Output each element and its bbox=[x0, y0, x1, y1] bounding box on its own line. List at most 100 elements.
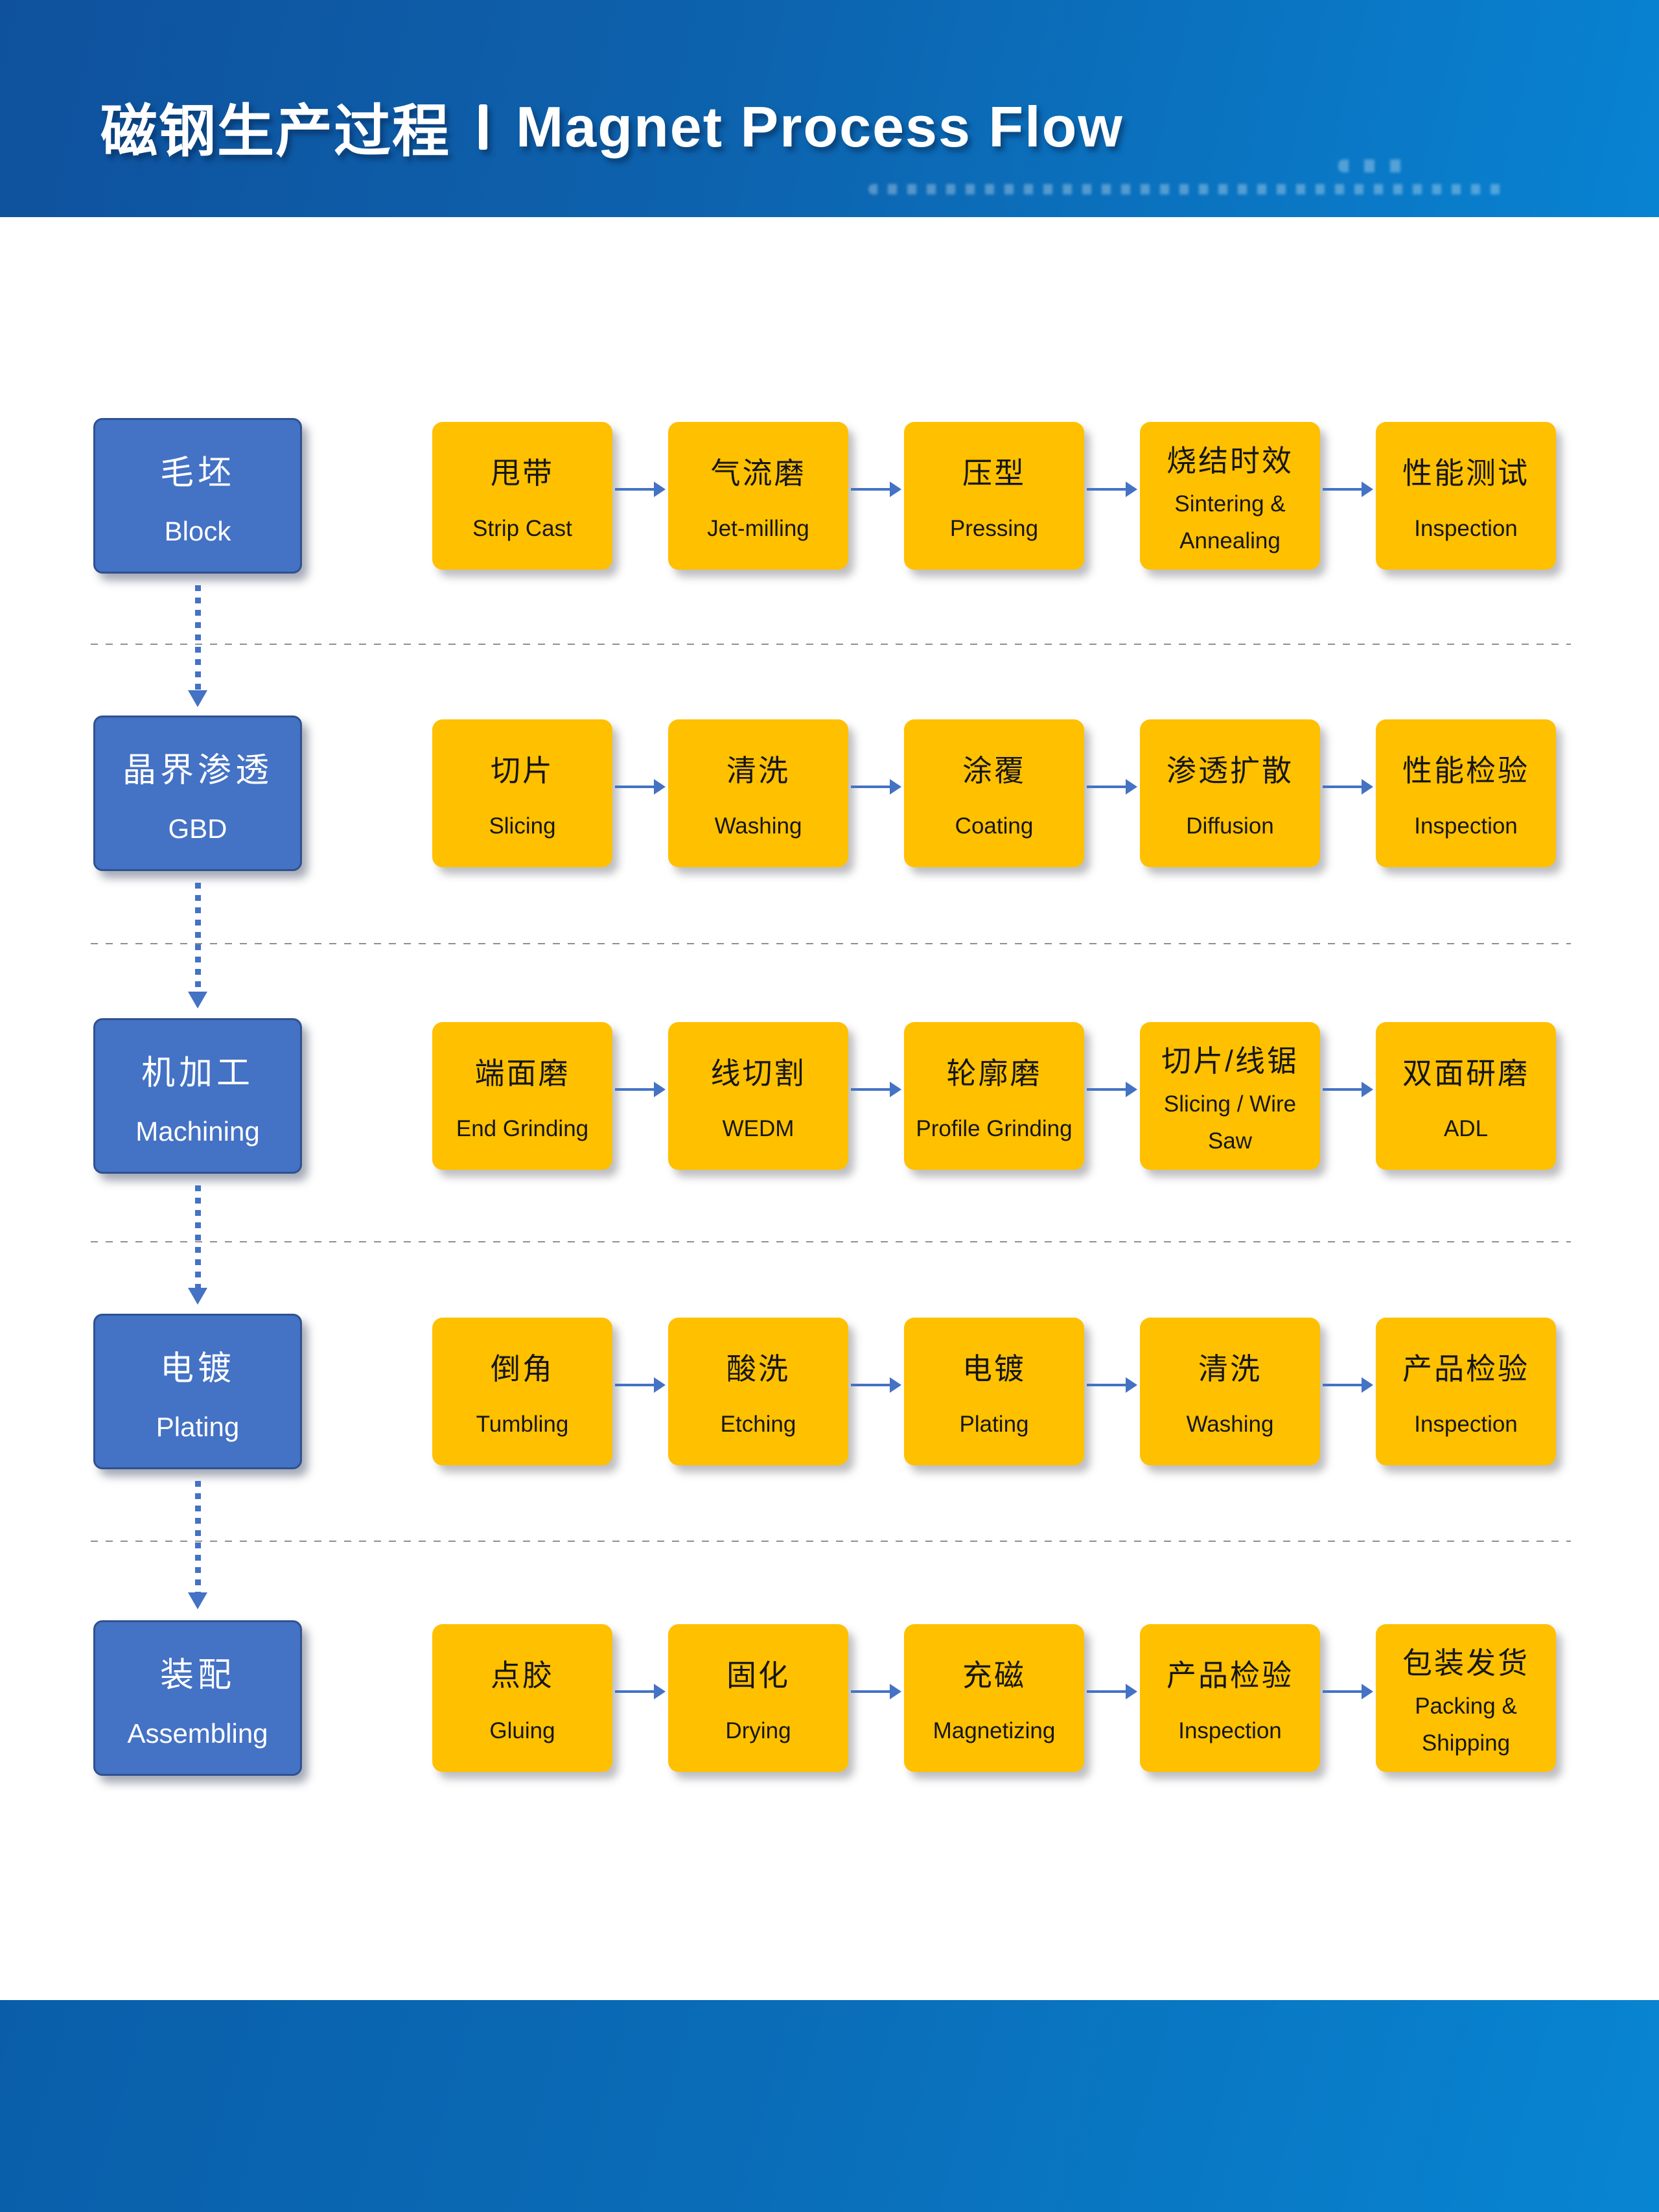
step-box-adl: 双面研磨 ADL bbox=[1376, 1022, 1556, 1170]
step-box-strip-cast: 甩带 Strip Cast bbox=[432, 422, 612, 570]
arrow-right-icon bbox=[1323, 1082, 1373, 1097]
step-box-coating: 涂覆 Coating bbox=[904, 719, 1084, 867]
step-label-en: Packing & bbox=[1415, 1694, 1517, 1719]
dotted-arrow-down-icon bbox=[188, 1185, 207, 1305]
step-label-zh: 涂覆 bbox=[962, 754, 1026, 787]
step-box-slicing-wire-saw: 切片/线锯 Slicing / Wire Saw bbox=[1140, 1022, 1320, 1170]
step-label-zh: 清洗 bbox=[726, 754, 790, 787]
stage-label-en: Block bbox=[164, 515, 231, 546]
arrow-right-icon bbox=[1087, 779, 1137, 795]
page-title-en: Magnet Process Flow bbox=[516, 94, 1124, 159]
stage-label-zh: 装配 bbox=[159, 1656, 235, 1694]
stage-label-zh: 毛坯 bbox=[159, 454, 235, 492]
step-label-en: Slicing bbox=[489, 813, 556, 839]
step-label-en: Inspection bbox=[1414, 516, 1518, 541]
step-label-en: Strip Cast bbox=[472, 516, 572, 541]
process-row-machining: 机加工 Machining 端面磨 End Grinding 线切割 WEDM … bbox=[0, 1018, 1659, 1180]
step-label-zh: 渗透扩散 bbox=[1166, 754, 1294, 787]
dotted-arrow-down-icon bbox=[188, 585, 207, 707]
arrow-right-icon bbox=[615, 779, 666, 795]
stage-box-plating: 电镀 Plating bbox=[93, 1314, 302, 1469]
arrow-right-icon bbox=[851, 1377, 901, 1393]
stage-label-en: GBD bbox=[168, 813, 227, 844]
arrow-right-icon bbox=[851, 482, 901, 497]
arrow-right-icon bbox=[1087, 1684, 1137, 1699]
process-row-assembling: 装配 Assembling 点胶 Gluing 固化 Drying 充磁 Mag… bbox=[0, 1620, 1659, 1782]
stage-label-zh: 机加工 bbox=[141, 1054, 254, 1092]
step-label-zh: 产品检验 bbox=[1402, 1352, 1529, 1386]
stage-box-assembling: 装配 Assembling bbox=[93, 1620, 302, 1776]
step-label-zh: 压型 bbox=[962, 456, 1026, 490]
step-label-en: Washing bbox=[714, 813, 802, 839]
step-box-plating: 电镀 Plating bbox=[904, 1318, 1084, 1465]
step-label-zh: 产品检验 bbox=[1166, 1659, 1294, 1692]
step-box-packing-shipping: 包装发货 Packing & Shipping bbox=[1376, 1624, 1556, 1772]
stage-box-gbd: 晶界渗透 GBD bbox=[93, 716, 302, 871]
step-label-en: Inspection bbox=[1414, 813, 1518, 839]
row-divider bbox=[91, 644, 1571, 645]
step-label-en: Saw bbox=[1207, 1128, 1253, 1154]
process-row-block: 毛坯 Block 甩带 Strip Cast 气流磨 Jet-milling 压… bbox=[0, 418, 1659, 580]
step-label-zh: 甩带 bbox=[491, 456, 554, 490]
arrow-right-icon bbox=[1323, 1377, 1373, 1393]
arrow-right-icon bbox=[1087, 1377, 1137, 1393]
step-label-en: Annealing bbox=[1179, 528, 1281, 553]
step-label-zh: 线切割 bbox=[710, 1056, 806, 1090]
page-title: 磁钢生产过程 Magnet Process Flow bbox=[100, 49, 1124, 168]
arrow-right-icon bbox=[851, 779, 901, 795]
step-label-zh: 切片 bbox=[491, 754, 554, 787]
header-dots-decoration bbox=[868, 184, 1503, 194]
step-box-pressing: 压型 Pressing bbox=[904, 422, 1084, 570]
stage-box-block: 毛坯 Block bbox=[93, 418, 302, 574]
step-box-profile-grinding: 轮廓磨 Profile Grinding bbox=[904, 1022, 1084, 1170]
step-label-en: Sintering & bbox=[1174, 491, 1286, 517]
process-row-plating: 电镀 Plating 倒角 Tumbling 酸洗 Etching 电镀 Pla… bbox=[0, 1314, 1659, 1476]
step-label-en: Washing bbox=[1186, 1412, 1274, 1437]
dotted-arrow-down-icon bbox=[188, 1481, 207, 1609]
row-divider bbox=[91, 943, 1571, 944]
step-box-inspection: 产品检验 Inspection bbox=[1140, 1624, 1320, 1772]
step-label-en: Jet-milling bbox=[707, 516, 809, 541]
stage-label-en: Machining bbox=[135, 1115, 260, 1147]
step-label-en: Tumbling bbox=[476, 1412, 569, 1437]
arrow-right-icon bbox=[1323, 1684, 1373, 1699]
arrow-right-icon bbox=[1087, 482, 1137, 497]
step-label-zh: 切片/线锯 bbox=[1161, 1044, 1299, 1078]
step-label-zh: 轮廓磨 bbox=[946, 1056, 1042, 1090]
step-box-magnetizing: 充磁 Magnetizing bbox=[904, 1624, 1084, 1772]
arrow-right-icon bbox=[615, 1082, 666, 1097]
step-box-washing: 清洗 Washing bbox=[668, 719, 848, 867]
step-label-zh: 双面研磨 bbox=[1402, 1056, 1529, 1090]
step-box-diffusion: 渗透扩散 Diffusion bbox=[1140, 719, 1320, 867]
stage-label-zh: 电镀 bbox=[159, 1349, 235, 1388]
step-label-en: Plating bbox=[959, 1412, 1029, 1437]
step-label-en: Magnetizing bbox=[933, 1718, 1056, 1743]
step-label-en: WEDM bbox=[722, 1116, 795, 1141]
step-box-end-grinding: 端面磨 End Grinding bbox=[432, 1022, 612, 1170]
step-box-sintering-annealing: 烧结时效 Sintering & Annealing bbox=[1140, 422, 1320, 570]
stage-label-en: Assembling bbox=[127, 1717, 268, 1749]
step-label-en: Inspection bbox=[1178, 1718, 1282, 1743]
step-box-drying: 固化 Drying bbox=[668, 1624, 848, 1772]
step-label-zh: 性能检验 bbox=[1402, 754, 1529, 787]
step-label-en: ADL bbox=[1443, 1116, 1489, 1141]
arrow-right-icon bbox=[851, 1684, 901, 1699]
title-divider-bar bbox=[479, 104, 488, 150]
header-dots-cluster-decoration bbox=[1338, 159, 1415, 172]
step-label-en: Inspection bbox=[1414, 1412, 1518, 1437]
stage-label-zh: 晶界渗透 bbox=[122, 751, 273, 789]
arrow-right-icon bbox=[615, 1377, 666, 1393]
header-banner: 磁钢生产过程 Magnet Process Flow bbox=[0, 0, 1659, 217]
step-box-etching: 酸洗 Etching bbox=[668, 1318, 848, 1465]
step-box-tumbling: 倒角 Tumbling bbox=[432, 1318, 612, 1465]
step-label-zh: 清洗 bbox=[1198, 1352, 1262, 1386]
step-box-gluing: 点胶 Gluing bbox=[432, 1624, 612, 1772]
page-title-zh: 磁钢生产过程 bbox=[100, 99, 451, 163]
step-label-zh: 固化 bbox=[726, 1659, 790, 1692]
step-box-slicing: 切片 Slicing bbox=[432, 719, 612, 867]
step-label-en: Etching bbox=[720, 1412, 796, 1437]
footer-banner bbox=[0, 2000, 1659, 2212]
dotted-arrow-down-icon bbox=[188, 883, 207, 1008]
arrow-right-icon bbox=[1323, 482, 1373, 497]
